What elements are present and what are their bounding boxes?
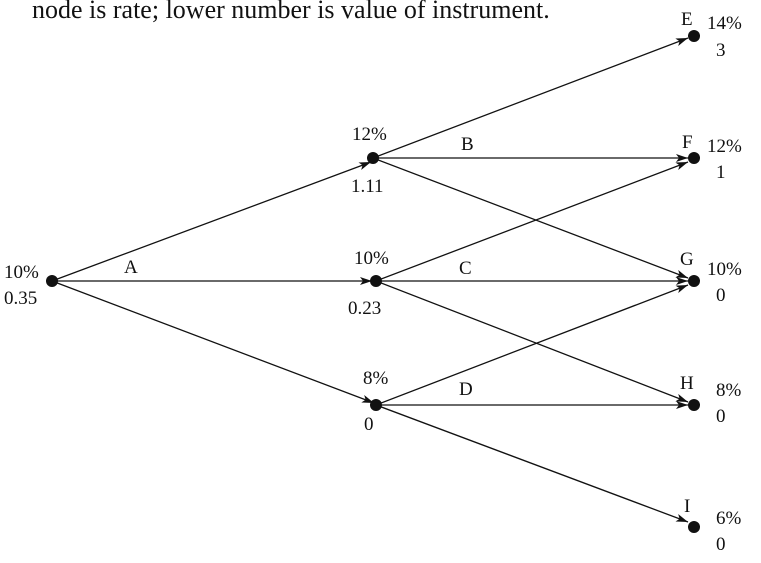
down-rate: 8% [363,368,389,389]
down-value: 0 [364,414,374,435]
edge-up-G [372,157,689,279]
node-F [688,152,700,164]
node-H-value: 0 [716,406,726,427]
node-I-letter: I [684,496,690,517]
branch-label-C: C [459,258,472,279]
root-value: 0.35 [4,288,37,309]
branch-label-B: B [461,134,474,155]
node-G-value: 0 [716,285,726,306]
node-root [46,275,58,287]
terminal-node-labels: E 14% 3 F 12% 1 G 10% 0 H 8% 0 I 6% 0 [680,9,742,555]
node-G-letter: G [680,249,694,270]
mid-rate: 10% [354,248,389,269]
node-E-rate: 14% [707,13,742,34]
caption-text: node is rate; lower number is value of i… [32,0,550,24]
up-value: 1.11 [351,176,384,197]
interior-node-labels: 10% 0.35 12% 1.11 10% 0.23 8% 0 [4,124,389,435]
node-F-letter: F [682,132,693,153]
up-rate: 12% [352,124,387,145]
node-I [688,521,700,533]
node-up [367,152,379,164]
edge-mid-H [375,280,689,403]
node-mid [370,275,382,287]
edge-mid-F [375,161,689,282]
node-E [688,30,700,42]
tree-nodes [46,30,700,533]
branch-label-A: A [124,257,138,278]
node-G-rate: 10% [707,259,742,280]
tree-edges [51,37,689,523]
node-F-value: 1 [716,162,726,183]
mid-value: 0.23 [348,298,381,319]
node-H-letter: H [680,373,694,394]
node-E-letter: E [681,9,693,30]
branch-labels: A B C D [124,134,474,400]
root-rate: 10% [4,262,39,283]
node-H-rate: 8% [716,380,742,401]
node-I-value: 0 [716,534,726,555]
edge-root-down [51,280,375,404]
edge-up-E [372,37,689,159]
node-down [370,399,382,411]
node-I-rate: 6% [716,508,742,529]
node-E-value: 3 [716,40,726,61]
node-G [688,275,700,287]
node-H [688,399,700,411]
node-F-rate: 12% [707,136,742,157]
branch-label-D: D [459,379,473,400]
edge-root-up [51,161,372,282]
edge-down-I [375,404,689,523]
edge-down-G [375,284,689,406]
